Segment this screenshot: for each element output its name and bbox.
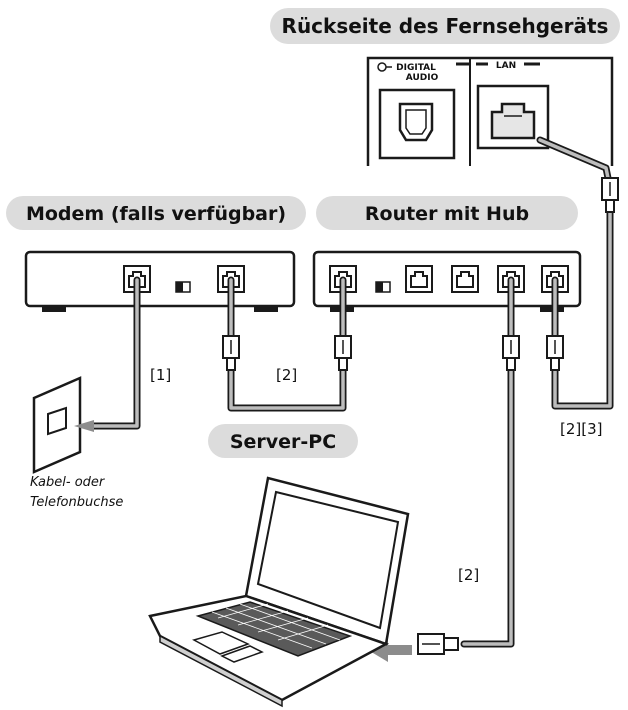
lan-port-label: LAN — [496, 61, 516, 71]
cable-label-modem-router: [2] — [276, 366, 297, 384]
server-pc-title-pill: Server-PC — [208, 424, 358, 458]
cable-router-tv — [536, 136, 614, 410]
cable-label-router-tv: [2][3] — [560, 420, 603, 438]
plug-modem-router-a — [222, 335, 240, 371]
tv-back-panel: DIGITAL AUDIO LAN — [366, 56, 614, 166]
digital-audio-label-1: DIGITAL — [396, 63, 436, 73]
modem-title-pill: Modem (falls verfügbar) — [6, 196, 306, 230]
server-pc-title: Server-PC — [230, 431, 336, 453]
plug-router-tv-a — [546, 335, 564, 371]
digital-audio-port — [398, 102, 434, 142]
laptop-icon — [148, 476, 410, 708]
tv-lan-port — [490, 102, 536, 140]
router-port-3 — [451, 265, 479, 293]
router-title-pill: Router mit Hub — [316, 196, 578, 230]
cable-router-pc — [460, 276, 515, 648]
router-device — [312, 250, 582, 312]
wall-jack — [32, 376, 94, 474]
plug-router-pc — [502, 335, 520, 371]
plug-laptop — [417, 633, 459, 655]
plug-router-tv-b — [601, 177, 619, 213]
digital-audio-symbol-icon — [377, 62, 392, 72]
router-title: Router mit Hub — [365, 203, 529, 225]
router-port-2 — [405, 265, 433, 293]
modem-device — [24, 250, 296, 312]
wall-jack-label-1: Kabel- oder — [30, 475, 106, 490]
plug-modem-router-b — [334, 335, 352, 371]
cable-label-router-pc: [2] — [458, 566, 479, 584]
modem-title: Modem (falls verfügbar) — [26, 203, 286, 225]
router-switch-icon — [375, 281, 391, 293]
digital-audio-label-2: AUDIO — [406, 73, 439, 83]
cable-modem-wall — [84, 276, 141, 430]
modem-switch-icon — [175, 281, 191, 293]
cable-label-modem-wall: [1] — [150, 366, 171, 384]
tv-back-title: Rückseite des Fernsehgeräts — [282, 14, 609, 38]
tv-back-title-pill: Rückseite des Fernsehgeräts — [270, 8, 620, 44]
wall-jack-label-2: Telefonbuchse — [30, 495, 123, 510]
